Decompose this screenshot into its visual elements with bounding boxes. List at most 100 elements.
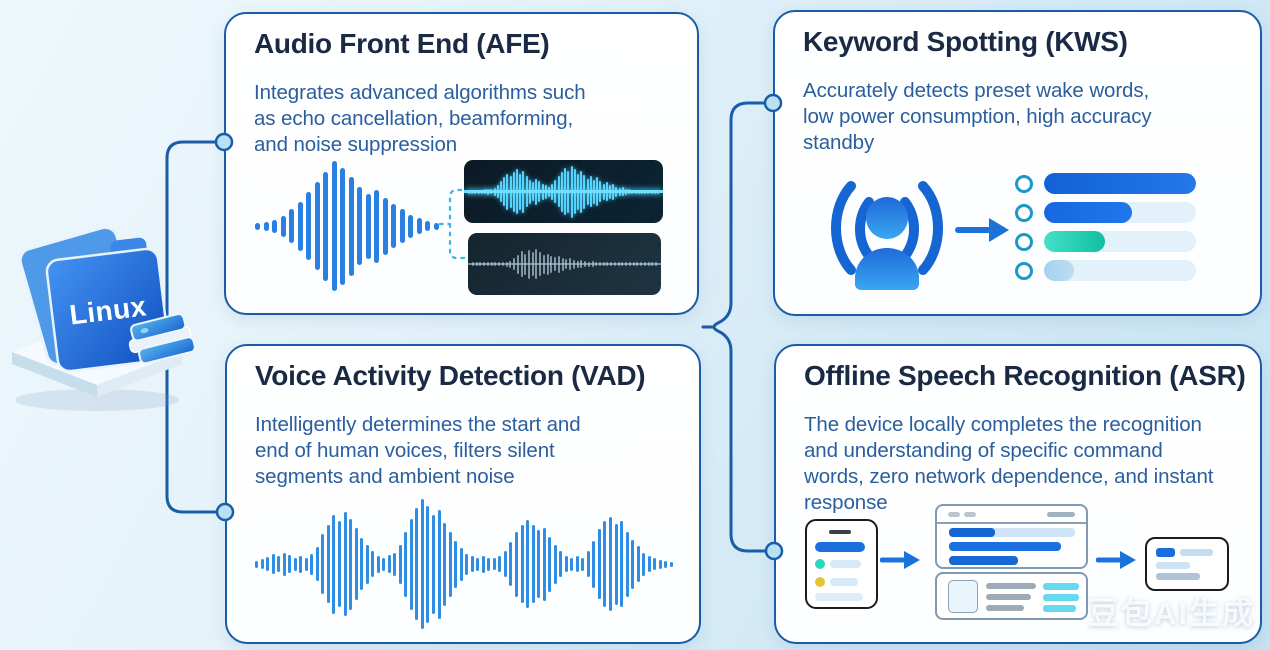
kws-bar-fill — [1044, 202, 1133, 223]
cyan-line — [1043, 594, 1079, 601]
panel-afe: Audio Front End (AFE) Integrates advance… — [224, 12, 699, 315]
waveform-bar — [331, 161, 337, 291]
ring-bullet-icon — [1015, 203, 1033, 222]
waveform-bar — [348, 176, 354, 276]
arrow-right-icon — [880, 551, 920, 569]
waveform-bar — [280, 215, 286, 237]
kws-bar-row — [1015, 173, 1196, 194]
afe-clean-centerline — [464, 190, 663, 193]
kws-bar-row — [1015, 231, 1196, 252]
body-line: Intelligently determines the start and — [255, 413, 581, 436]
waveform-bar — [575, 556, 579, 572]
waveform-bar — [255, 560, 258, 568]
afe-input-waveform — [255, 160, 439, 292]
waveform-bar — [597, 529, 601, 599]
waveform-bar — [498, 556, 502, 572]
waveform-bar — [374, 189, 380, 263]
watermark: 豆包AI生成 — [1088, 596, 1255, 631]
waveform-bar — [382, 197, 388, 255]
body-line: and noise suppression — [254, 133, 458, 156]
kws-confidence-bars — [1015, 173, 1196, 289]
waveform-bar — [503, 551, 507, 577]
waveform-bar — [531, 525, 535, 603]
vad-waveform — [255, 494, 673, 634]
waveform-bar — [382, 557, 386, 571]
waveform-bar — [343, 512, 347, 616]
kws-bar-track — [1044, 260, 1196, 281]
cyan-line — [1043, 583, 1079, 590]
waveform-bar — [514, 531, 518, 597]
body-line: The device locally completes the recogni… — [804, 413, 1202, 436]
waveform-bar — [393, 552, 397, 576]
kws-bar-fill — [1044, 260, 1075, 281]
result-card — [1145, 537, 1229, 591]
card-line — [830, 578, 858, 586]
waveform-bar — [620, 521, 624, 607]
waveform-bar — [432, 514, 435, 614]
card-handle — [829, 530, 851, 534]
waveform-bar — [277, 556, 281, 572]
body-line: words, zero network dependence, and inst… — [804, 465, 1214, 488]
waveform-bar — [376, 555, 380, 573]
waveform-bar — [365, 544, 369, 584]
gray-line — [986, 583, 1036, 589]
kws-bar-track — [1044, 173, 1196, 194]
text-line — [949, 556, 1018, 565]
waveform-bar — [415, 508, 419, 620]
waveform-bar — [526, 520, 530, 608]
ring-bullet-icon — [1015, 261, 1033, 280]
waveform-bar — [636, 546, 640, 582]
waveform-bar — [653, 558, 657, 570]
waveform-bar — [443, 522, 447, 606]
waveform-bar — [371, 551, 375, 577]
waveform-bar — [548, 536, 552, 592]
panel-asr: Offline Speech Recognition (ASR) The dev… — [774, 344, 1262, 644]
recognition-window — [935, 504, 1088, 620]
waveform-bar — [409, 518, 413, 610]
afe-noisy-centerline — [468, 263, 661, 265]
body-line: and understanding of specific command — [804, 439, 1163, 462]
waveform-bar — [537, 530, 541, 598]
waveform-bar — [603, 521, 607, 607]
waveform-bar — [433, 222, 439, 230]
body-line: low power consumption, high accuracy — [803, 105, 1152, 128]
result-line — [1156, 573, 1200, 580]
waveform-bar — [387, 555, 391, 573]
gray-line — [986, 605, 1024, 611]
kws-title: Keyword Spotting (KWS) — [803, 26, 1128, 57]
linux-folder-icon: Linux — [12, 225, 196, 411]
waveform-bar — [625, 531, 629, 597]
result-line — [1180, 549, 1213, 556]
waveform-bar — [642, 552, 646, 576]
kws-bar-track — [1044, 202, 1196, 223]
waveform-bar — [365, 193, 371, 259]
waveform-bar — [332, 514, 336, 614]
waveform-bar — [426, 505, 430, 623]
waveform-bar — [420, 499, 424, 629]
ring-bullet-icon — [1015, 174, 1033, 193]
panel-vad: Voice Activity Detection (VAD) Intellige… — [225, 344, 701, 644]
waveform-bar — [282, 552, 286, 576]
kws-bar-row — [1015, 202, 1196, 223]
waveform-bar — [408, 214, 414, 238]
waveform-bar — [476, 557, 480, 571]
waveform-bar — [266, 557, 270, 571]
waveform-bar — [631, 539, 635, 589]
gray-line — [986, 594, 1031, 600]
arrow-right-icon — [955, 218, 1009, 242]
waveform-bar — [272, 219, 278, 233]
waveform-bar — [293, 557, 297, 571]
waveform-bar — [404, 531, 408, 597]
card-title-bar — [815, 542, 865, 552]
afe-clean-spectrogram — [464, 160, 663, 223]
waveform-bar — [470, 556, 474, 572]
card-line — [830, 560, 861, 568]
body-line: as echo cancellation, beamforming, — [254, 107, 574, 130]
window-top-section — [935, 504, 1088, 569]
waveform-bar — [340, 167, 346, 285]
kws-description: Accurately detects preset wake words,low… — [803, 78, 1152, 156]
waveform-bar — [481, 555, 485, 573]
waveform-bar — [398, 544, 402, 584]
platform-left — [12, 352, 97, 397]
